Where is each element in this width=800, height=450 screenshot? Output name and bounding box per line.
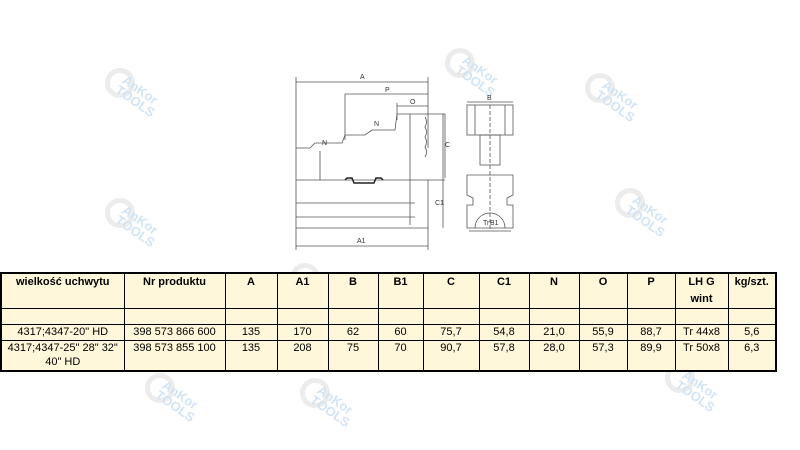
table-cell [626, 308, 676, 325]
table-cell: 60 [377, 324, 424, 341]
logo-ring-icon [585, 73, 615, 103]
column-header: O [578, 272, 628, 309]
logo-ring-icon [445, 48, 475, 78]
column-header: Nr produktu [123, 272, 226, 309]
table-cell [727, 308, 777, 325]
column-header: wielkość uchwytu [0, 272, 125, 309]
logo-ring-icon [105, 68, 135, 98]
table-cell: Tr 50x8 [674, 340, 729, 371]
column-header: B1 [377, 272, 424, 309]
table-cell: 6,3 [727, 340, 777, 371]
table-cell [327, 308, 379, 325]
table-cell: 57,3 [578, 340, 628, 371]
label-n: N [322, 140, 327, 147]
table-cell [478, 308, 530, 325]
table-cell [0, 308, 125, 325]
column-header: A1 [276, 272, 329, 309]
table-cell [276, 308, 329, 325]
empty-row [0, 308, 777, 325]
table-cell: 398 573 855 100 [123, 340, 226, 371]
label-o: O [410, 99, 416, 106]
column-header: kg/szt. [727, 272, 777, 309]
table-cell: 54,8 [478, 324, 530, 341]
table-cell: 135 [224, 324, 278, 341]
table-cell [674, 308, 729, 325]
table-cell: 4317;4347-25" 28" 32" 40" HD [0, 340, 125, 371]
logo-ring-icon [145, 373, 175, 403]
label-a: A [360, 74, 365, 81]
side-view: A P O N N C C1 A1 [295, 74, 450, 250]
table-cell [377, 308, 424, 325]
table-cell: 70 [377, 340, 424, 371]
column-header: C1 [478, 272, 530, 309]
logo-ring-icon [105, 198, 135, 228]
table-cell: 208 [276, 340, 329, 371]
table-cell: 62 [327, 324, 379, 341]
table-cell: 89,9 [626, 340, 676, 371]
table-cell: 57,8 [478, 340, 530, 371]
table-cell: 28,0 [528, 340, 580, 371]
table-cell: Tr 44x8 [674, 324, 729, 341]
table-cell: 75 [327, 340, 379, 371]
logo-ring-icon [615, 188, 645, 218]
table-cell: 75,7 [422, 324, 480, 341]
label-c1: C1 [435, 200, 444, 207]
column-header: LH G wint [674, 272, 729, 309]
label-a1: A1 [357, 238, 366, 245]
table-cell: 135 [224, 340, 278, 371]
table-cell [123, 308, 226, 325]
table-cell [578, 308, 628, 325]
table-cell: 170 [276, 324, 329, 341]
table-cell [422, 308, 480, 325]
column-header: B [327, 272, 379, 309]
logo-ring-icon [300, 378, 330, 408]
front-view: B Tr B1 [466, 95, 514, 232]
column-header: N [528, 272, 580, 309]
table-cell: 4317;4347-20" HD [0, 324, 125, 341]
label-n: N [374, 121, 379, 128]
table-cell: 55,9 [578, 324, 628, 341]
table-cell: 5,6 [727, 324, 777, 341]
label-tr: Tr [483, 220, 490, 227]
label-p: P [385, 87, 390, 94]
table-cell: 398 573 866 600 [123, 324, 226, 341]
table-cell [528, 308, 580, 325]
label-b1: B1 [490, 220, 499, 227]
column-header: A [224, 272, 278, 309]
label-b: B [487, 95, 492, 102]
column-header: P [626, 272, 676, 309]
table-cell: 90,7 [422, 340, 480, 371]
technical-drawing: A P O N N C C1 A1 B Tr B1 [295, 74, 514, 250]
table-cell: 88,7 [626, 324, 676, 341]
column-header: C [422, 272, 480, 309]
label-c: C [445, 142, 450, 149]
table-cell: 21,0 [528, 324, 580, 341]
table-cell [224, 308, 278, 325]
